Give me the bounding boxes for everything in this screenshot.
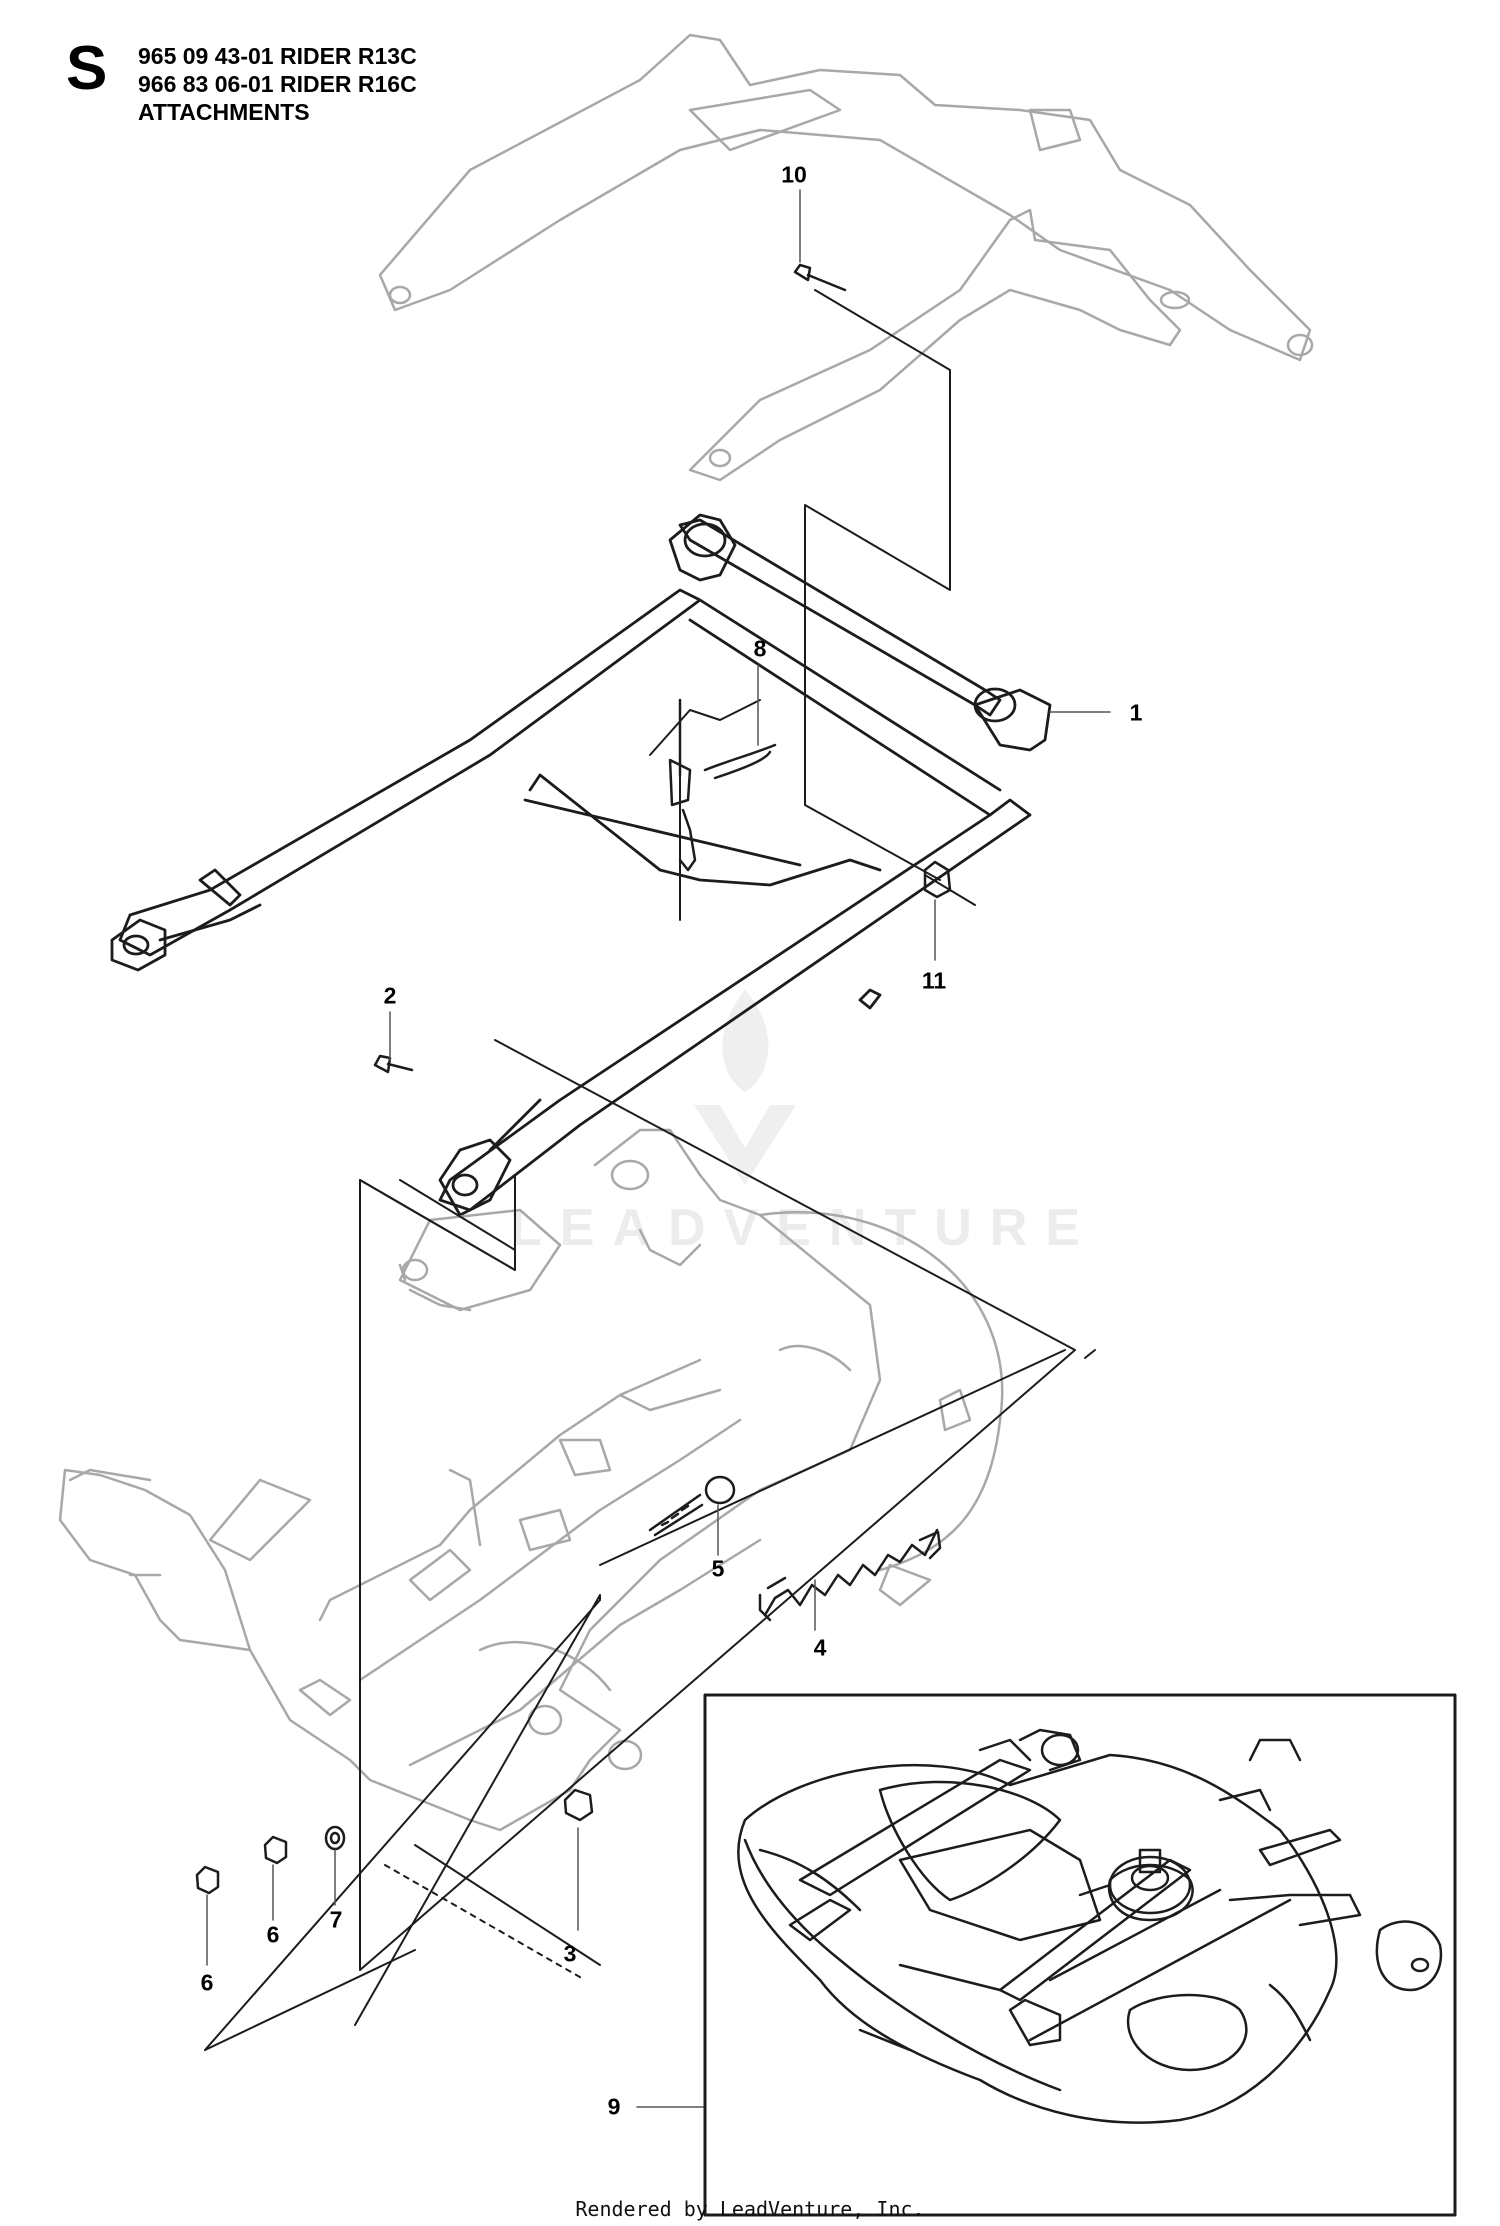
section-letter: S	[66, 34, 108, 103]
mower-deck-lift-frame	[110, 513, 1052, 1217]
callout-5: 5	[711, 1555, 725, 1582]
callout-11: 11	[921, 967, 947, 994]
section-title: ATTACHMENTS	[138, 99, 310, 125]
callout-10: 10	[781, 161, 807, 188]
hardware-parts	[195, 263, 952, 1895]
mower-deck-inset-frame	[703, 1693, 1457, 2217]
watermark-text: LEADVENTURE	[510, 1199, 1099, 1257]
callout-4: 4	[813, 1634, 827, 1661]
callout-6-upper: 6	[266, 1921, 280, 1948]
diagram-header: 965 09 43-01 RIDER R13C 966 83 06-01 RID…	[138, 42, 417, 126]
mower-deck-drawing	[737, 1728, 1443, 2124]
callout-2: 2	[383, 982, 397, 1009]
callout-8: 8	[753, 635, 767, 662]
callout-leader-lines	[206, 189, 1111, 2108]
tractor-chassis-reference	[58, 1128, 1004, 1832]
callout-3: 3	[563, 1940, 577, 1967]
callout-7: 7	[329, 1906, 343, 1933]
callout-9: 9	[607, 2093, 621, 2120]
model-line-r16c: 966 83 06-01 RIDER R16C	[138, 71, 417, 97]
callout-6-lower: 6	[200, 1969, 214, 1996]
model-line-r13c: 965 09 43-01 RIDER R13C	[138, 43, 417, 69]
lift-arm-assembly-reference	[378, 33, 1314, 482]
callout-1: 1	[1129, 699, 1143, 726]
assembly-leader-lines	[204, 289, 1096, 2051]
render-credit-footer: Rendered by LeadVenture, Inc.	[575, 2197, 925, 2221]
